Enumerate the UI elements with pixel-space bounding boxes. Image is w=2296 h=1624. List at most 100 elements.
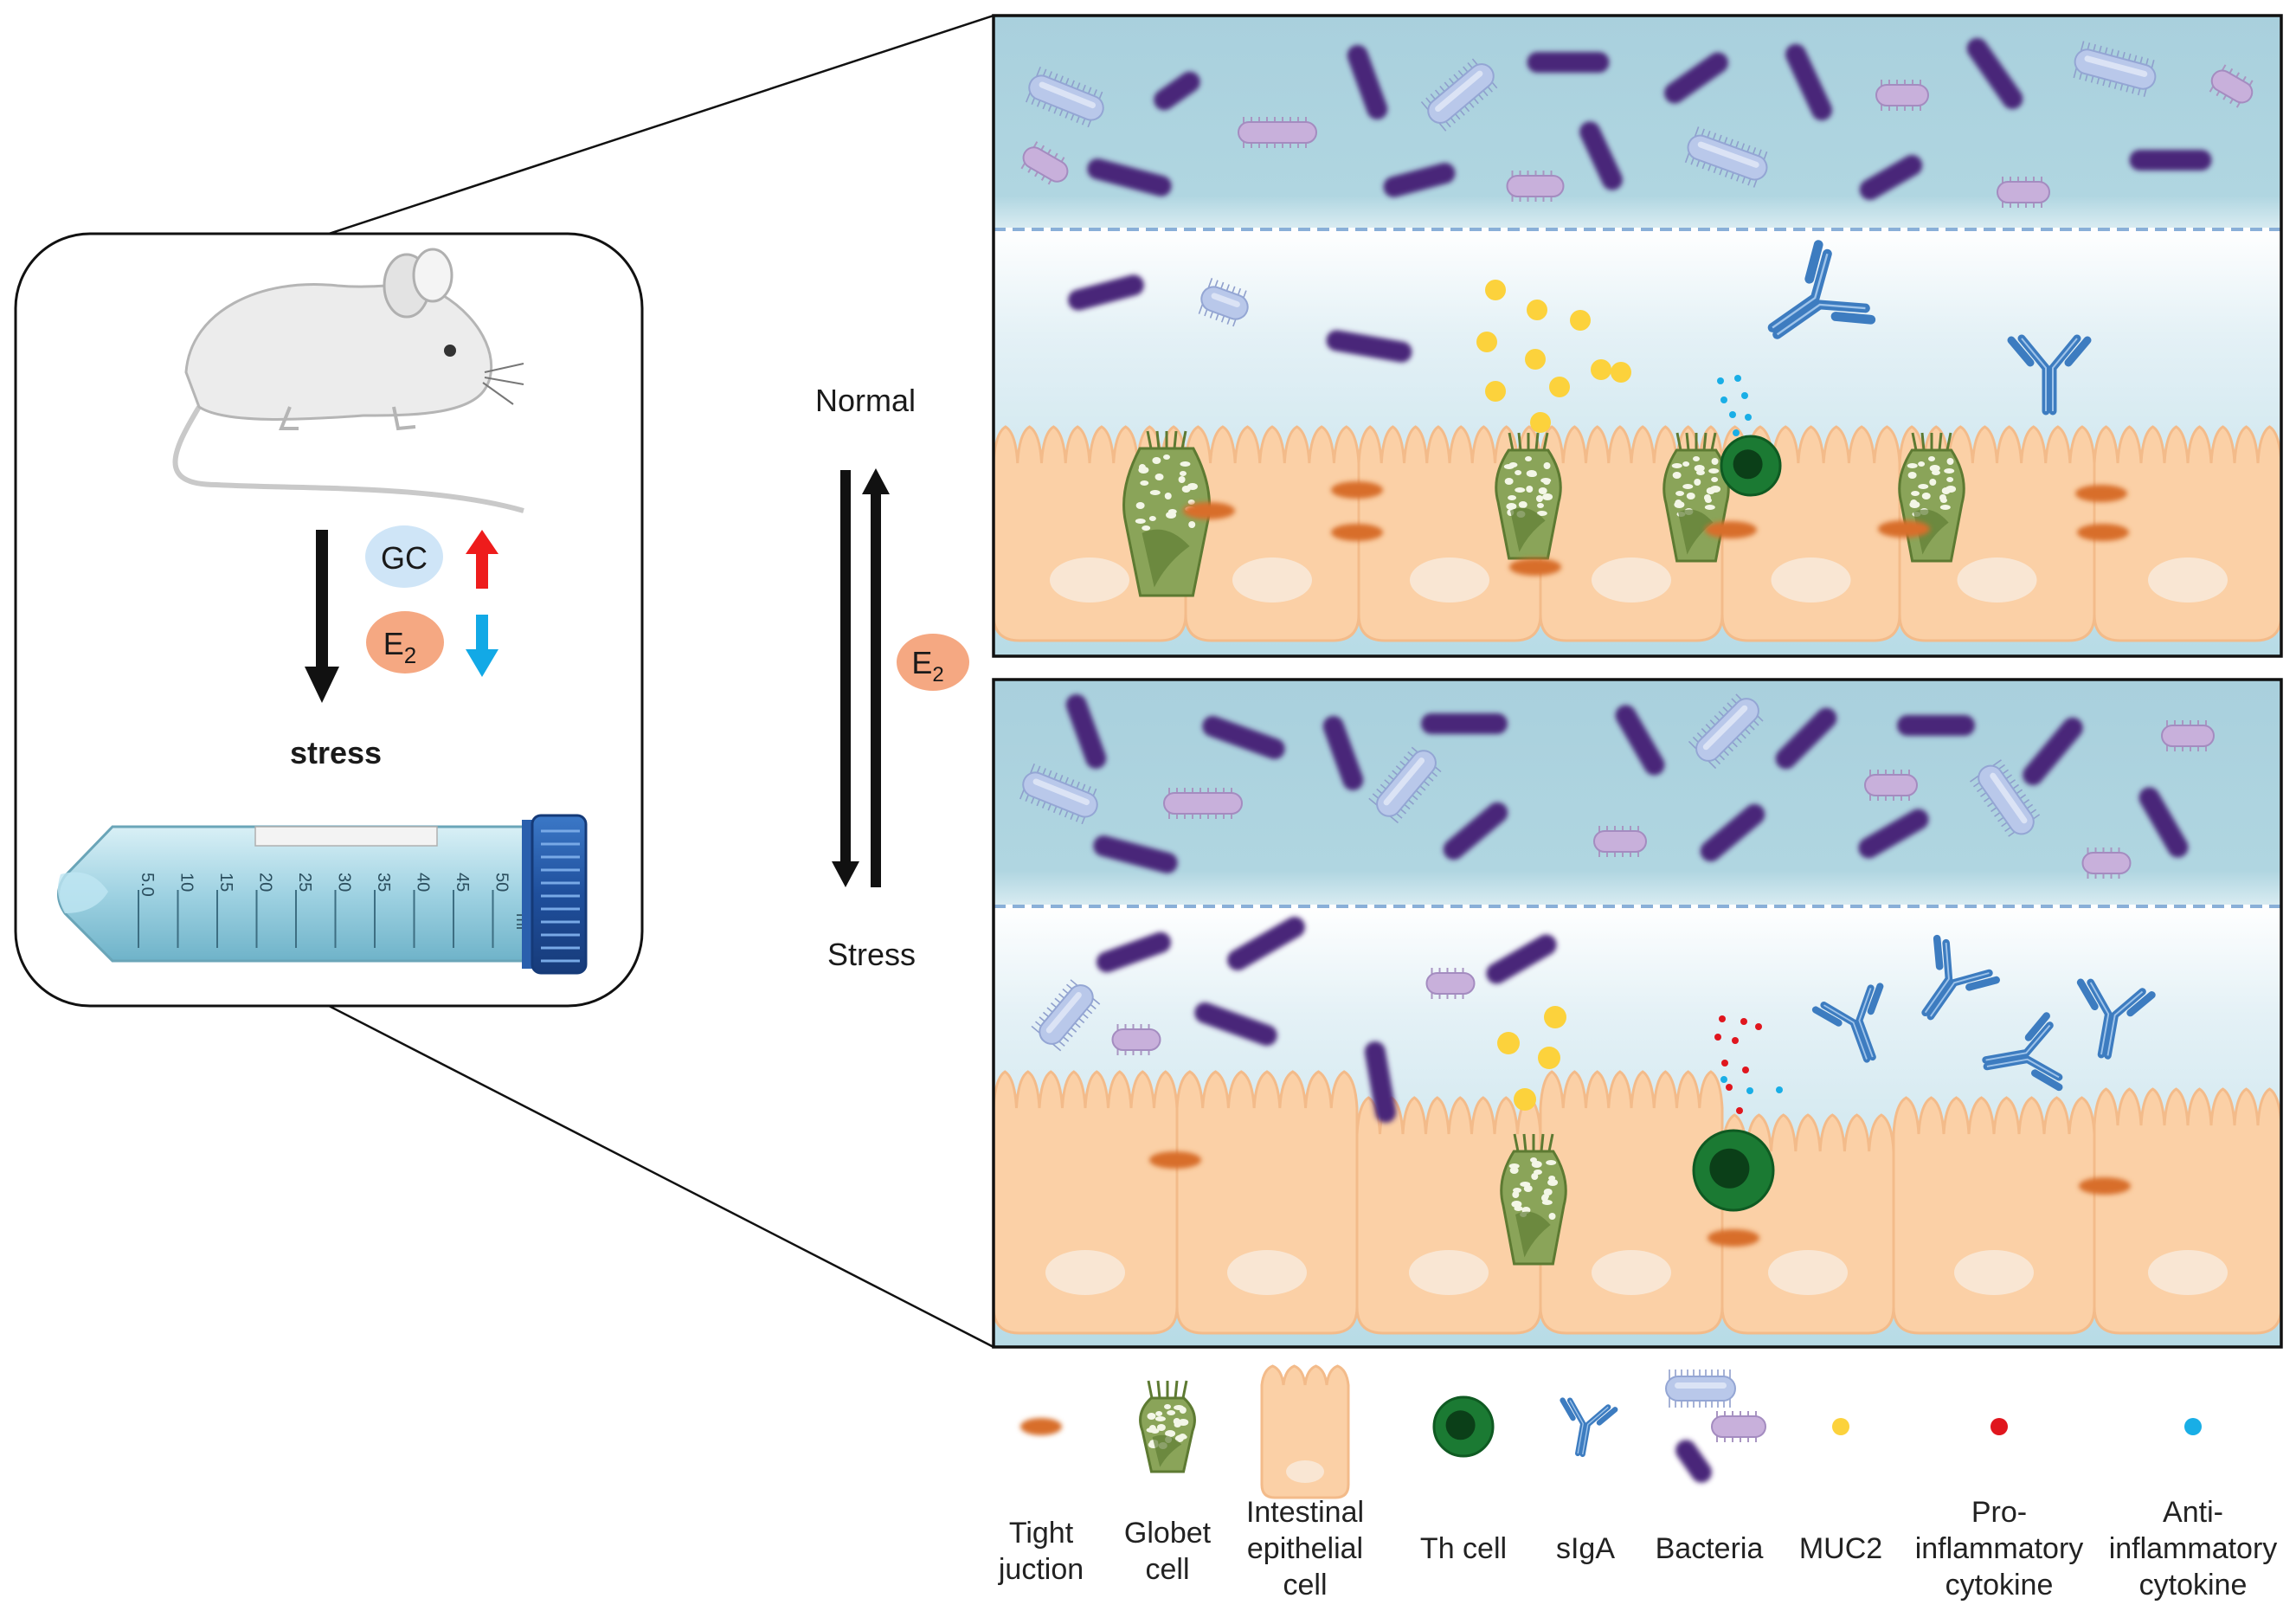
tube-graduations: 5.0101520253035404550ml: [138, 873, 531, 948]
bacteria-rod: [1897, 715, 1975, 736]
siga-antibody: [2076, 978, 2156, 1060]
epithelial-cell: [1892, 1096, 2096, 1335]
e2-subscript: 2: [404, 642, 416, 668]
bacteria-rod: [1615, 705, 1665, 776]
stress-label: stress: [290, 735, 382, 770]
th-cell-nucleus: [1709, 1148, 1750, 1189]
legend-label-siga: sIgA: [1556, 1532, 1615, 1565]
bacteria-spiky: [1665, 1369, 1736, 1408]
bacteria-small: [1997, 177, 2050, 208]
bacteria-rod: [1364, 1041, 1397, 1123]
bacteria-rod: [1322, 715, 1364, 791]
zoom-line-bottom: [328, 1004, 994, 1349]
legend-epithelial-icon: [1260, 1364, 1350, 1499]
tight-junction: [2079, 1177, 2131, 1195]
legend-item-th-cell: Th cell: [1420, 1395, 1507, 1565]
falcon-tube: 5.0101520253035404550ml: [57, 814, 588, 975]
tube-mark-label: 20: [256, 873, 275, 892]
tight-junction: [2075, 485, 2127, 502]
tight-junction: [1331, 481, 1383, 499]
bacteria-small: [1020, 141, 1069, 185]
bacteria-rod: [1093, 835, 1178, 873]
bacteria-small: [1111, 1024, 1161, 1055]
bacteria-small: [1163, 788, 1243, 819]
goblet-cell: [1500, 1133, 1567, 1266]
tight-junction: [2077, 524, 2129, 541]
muc2-granule: [1570, 310, 1591, 331]
e2-symbol: E: [383, 626, 404, 661]
e2-down-arrow: [466, 615, 498, 677]
tight-junction: [1705, 521, 1757, 538]
epithelial-cell: [2093, 425, 2281, 642]
bacteria-rod: [1664, 52, 1728, 104]
mouse-illustration: [172, 248, 524, 513]
muc2-granule: [1591, 359, 1611, 380]
siga-antibody: [1811, 983, 1884, 1063]
bacteria-rod: [1383, 163, 1456, 197]
hormone-gc: GC: [365, 525, 443, 588]
anti-cytokine-dot: [1776, 1086, 1783, 1093]
bacteria-rod: [2138, 787, 2189, 858]
siga-antibody: [1982, 1012, 2063, 1092]
tube-mark-label: 15: [216, 873, 235, 892]
bacteria-rod: [1065, 693, 1107, 770]
goblet-cell: [1122, 430, 1211, 597]
epithelial-cell: [994, 1070, 1179, 1335]
hormone-e2: E2: [366, 611, 444, 673]
pro-cytokine-dot: [1991, 1418, 2008, 1435]
bacteria-rod: [1202, 716, 1285, 759]
bacteria-rod: [1775, 707, 1837, 770]
legend-item-muc2: MUC2: [1799, 1418, 1882, 1565]
epithelial-cell: [1175, 1070, 1359, 1335]
tight-junction: [1183, 502, 1235, 519]
svg-text:E2: E2: [383, 626, 416, 668]
pro-cytokine-dot: [1742, 1067, 1749, 1073]
bacteria-small: [1506, 171, 1565, 202]
epithelial-cell: [1539, 1070, 1724, 1335]
bacteria-small: [1864, 770, 1918, 801]
muc2-granule: [1538, 1047, 1560, 1069]
bacteria-small: [1425, 968, 1476, 999]
muc2-granule: [1832, 1418, 1849, 1435]
bacteria-rod: [2023, 717, 2083, 786]
left-panel: GC E2 stress 5.0101520253035404550ml: [14, 14, 994, 1349]
muc2-granule: [1485, 381, 1506, 402]
anti-cytokine-dot: [1734, 375, 1741, 382]
tight-junction: [1331, 524, 1383, 541]
bacteria-small: [2161, 720, 2215, 751]
gc-label: GC: [381, 540, 428, 576]
pro-cytokine-dot: [1721, 1060, 1728, 1067]
middle-e2-subscript: 2: [932, 663, 943, 686]
muc2-granule: [1514, 1088, 1536, 1111]
bacteria-rod: [1227, 917, 1305, 970]
pro-cytokine-dot: [1719, 1015, 1726, 1022]
siga-antibody: [1921, 934, 2000, 1021]
muc2-granule: [1485, 280, 1506, 300]
siga-antibody: [1767, 240, 1876, 339]
legend-item-bacteria: Bacteria: [1656, 1369, 1766, 1565]
muc2-granule: [1611, 362, 1631, 383]
pro-cytokine-dot: [1726, 1084, 1733, 1091]
normal-gut-panel: [992, 14, 2283, 658]
arrow-to-normal: [862, 468, 890, 887]
tight-junction: [1708, 1229, 1759, 1247]
tight-junction: [1149, 1151, 1201, 1169]
bacteria-spiky: [1019, 763, 1098, 825]
tube-mark-label: 50: [492, 873, 511, 892]
bacteria-rod: [1347, 44, 1388, 120]
anti-cytokine-dot: [1729, 411, 1736, 418]
pro-cytokine-dot: [1736, 1107, 1743, 1114]
bacteria-spiky: [1026, 66, 1104, 128]
siga-antibody: [1560, 1397, 1618, 1458]
bacteria-spiky: [1368, 746, 1442, 824]
tube-mark-label: 40: [414, 873, 433, 892]
anti-cytokine-dot: [1717, 377, 1724, 384]
bacteria-small: [2209, 64, 2254, 108]
bacteria-small: [1593, 826, 1647, 857]
stress-down-arrow: [305, 530, 339, 703]
